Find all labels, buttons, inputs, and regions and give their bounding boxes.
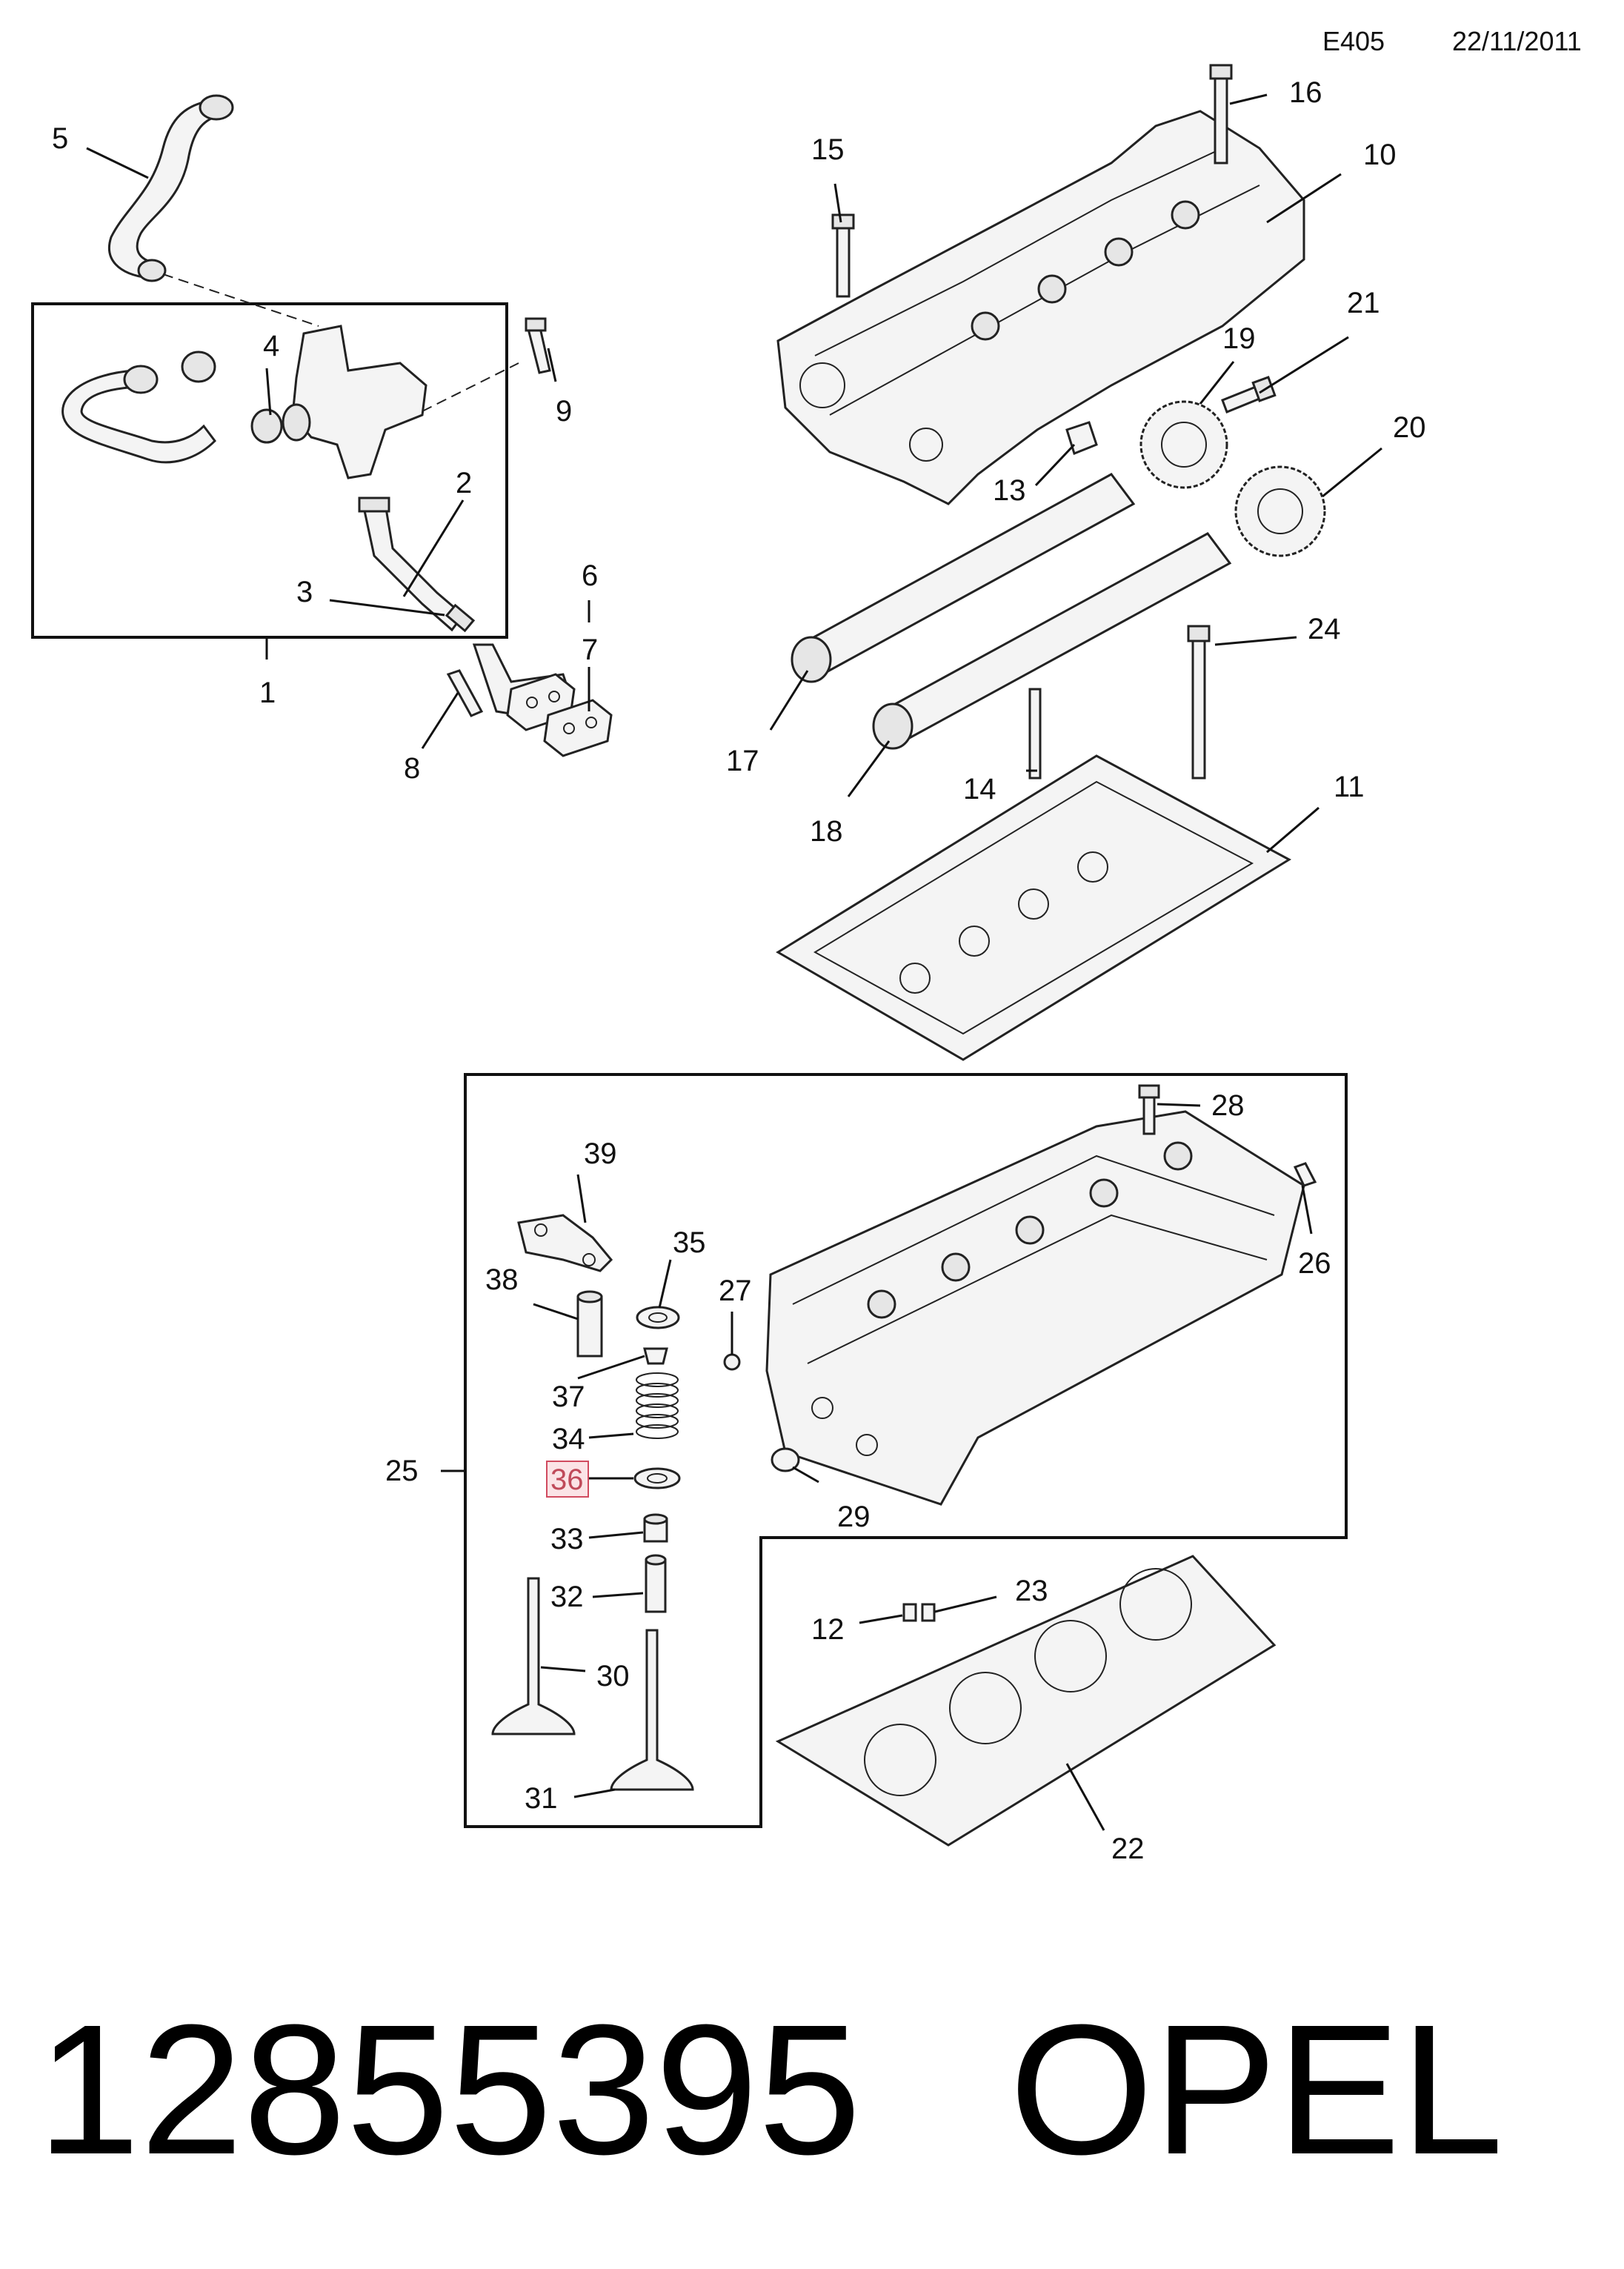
breather-assembly <box>31 94 613 757</box>
retainer-35[interactable] <box>636 1306 680 1329</box>
cylinder-head-group <box>464 1073 1348 1847</box>
plug-26[interactable] <box>1293 1162 1317 1187</box>
callout-37[interactable]: 37 <box>552 1381 585 1413</box>
breather-kit-box <box>31 302 508 639</box>
callout-34[interactable]: 34 <box>552 1423 585 1455</box>
leader-lines <box>86 93 1382 1831</box>
bolt-28[interactable] <box>1142 1092 1156 1135</box>
callout-32[interactable]: 32 <box>550 1581 584 1613</box>
callout-6[interactable]: 6 <box>582 559 598 592</box>
callout-7[interactable]: 7 <box>582 634 598 666</box>
callout-38[interactable]: 38 <box>485 1263 519 1296</box>
callout-36-highlight <box>546 1461 589 1498</box>
callout-33[interactable]: 33 <box>550 1523 584 1555</box>
keeper-37[interactable] <box>643 1347 668 1365</box>
callout-2[interactable]: 2 <box>456 467 472 499</box>
callout-39[interactable]: 39 <box>584 1137 617 1170</box>
callout-numbers: 5 4 2 3 1 6 7 8 9 15 16 10 21 19 20 13 2… <box>52 76 1426 1865</box>
callout-12[interactable]: 12 <box>811 1613 845 1646</box>
callout-24[interactable]: 24 <box>1308 613 1341 645</box>
diagram-date: 22/11/2011 <box>1452 26 1582 56</box>
dash-line-5 <box>162 273 319 327</box>
stud-14[interactable] <box>1028 688 1042 780</box>
callout-35[interactable]: 35 <box>673 1226 706 1259</box>
head-gasket-22[interactable] <box>775 1555 1277 1847</box>
gasket-7[interactable] <box>543 699 613 757</box>
callout-10[interactable]: 10 <box>1363 139 1397 171</box>
spring-34[interactable] <box>636 1372 679 1439</box>
callout-31[interactable]: 31 <box>525 1782 558 1815</box>
dowel-12[interactable] <box>902 1603 917 1622</box>
callout-27[interactable]: 27 <box>719 1275 752 1307</box>
callout-36[interactable]: 36 <box>550 1464 584 1496</box>
callout-23[interactable]: 23 <box>1015 1575 1048 1607</box>
callout-4[interactable]: 4 <box>263 330 279 362</box>
cylinder-head-25[interactable] <box>765 1110 1305 1506</box>
callout-25[interactable]: 25 <box>385 1455 419 1487</box>
cylinder-head-kit-box <box>464 1073 1348 1828</box>
gear-19[interactable] <box>1139 400 1228 489</box>
callout-15[interactable]: 15 <box>811 133 845 166</box>
plug-29[interactable] <box>771 1447 800 1472</box>
inner-hose[interactable] <box>61 369 216 464</box>
callout-17[interactable]: 17 <box>726 745 759 777</box>
part-number: 12855395 <box>37 1986 862 2193</box>
rocker-arm-39[interactable] <box>517 1214 613 1272</box>
callout-20[interactable]: 20 <box>1393 411 1426 444</box>
callout-9[interactable]: 9 <box>556 395 572 428</box>
callout-28[interactable]: 28 <box>1211 1089 1245 1122</box>
camshaft-housing-group <box>776 64 1326 1061</box>
bolt-15[interactable] <box>836 221 851 298</box>
parts-diagram: E405 22/11/2011 <box>31 26 1582 1865</box>
oil-separator-valve[interactable] <box>291 325 427 479</box>
callout-3[interactable]: 3 <box>296 576 313 608</box>
bolt-9[interactable] <box>526 323 551 374</box>
footer: 12855395 OPEL <box>37 1979 1503 2201</box>
callout-16[interactable]: 16 <box>1289 76 1322 109</box>
hose-5[interactable] <box>107 99 224 279</box>
callout-5[interactable]: 5 <box>52 122 68 155</box>
callout-29[interactable]: 29 <box>837 1501 871 1533</box>
gasket-11[interactable] <box>776 754 1292 1061</box>
dowel-23[interactable] <box>921 1603 936 1622</box>
callout-13[interactable]: 13 <box>993 474 1026 507</box>
dash-line-9 <box>422 362 519 412</box>
valve-31[interactable] <box>610 1629 694 1791</box>
camshaft-18[interactable] <box>879 532 1232 743</box>
callout-1[interactable]: 1 <box>259 677 276 709</box>
callout-8[interactable]: 8 <box>404 752 420 785</box>
bolt-16[interactable] <box>1214 73 1228 165</box>
callout-22[interactable]: 22 <box>1111 1833 1145 1865</box>
washer-36[interactable] <box>633 1467 681 1489</box>
camshaft-17[interactable] <box>798 473 1136 676</box>
callout-30[interactable]: 30 <box>596 1660 630 1692</box>
brand-name: OPEL <box>1009 1986 1504 2193</box>
lash-adjuster-38[interactable] <box>576 1295 603 1358</box>
callout-11[interactable]: 11 <box>1334 771 1365 803</box>
bolt-24[interactable] <box>1191 636 1206 780</box>
plug-27[interactable] <box>723 1353 741 1371</box>
callout-21[interactable]: 21 <box>1347 287 1380 319</box>
gear-20[interactable] <box>1234 465 1326 557</box>
callout-18[interactable]: 18 <box>810 815 843 848</box>
bolt-8[interactable] <box>446 669 484 717</box>
diagram-code: E405 <box>1322 26 1385 56</box>
callout-19[interactable]: 19 <box>1222 322 1256 355</box>
valve-30[interactable] <box>491 1577 576 1735</box>
callout-26[interactable]: 26 <box>1298 1247 1331 1280</box>
guide-32[interactable] <box>645 1558 667 1613</box>
callout-14[interactable]: 14 <box>963 773 996 805</box>
